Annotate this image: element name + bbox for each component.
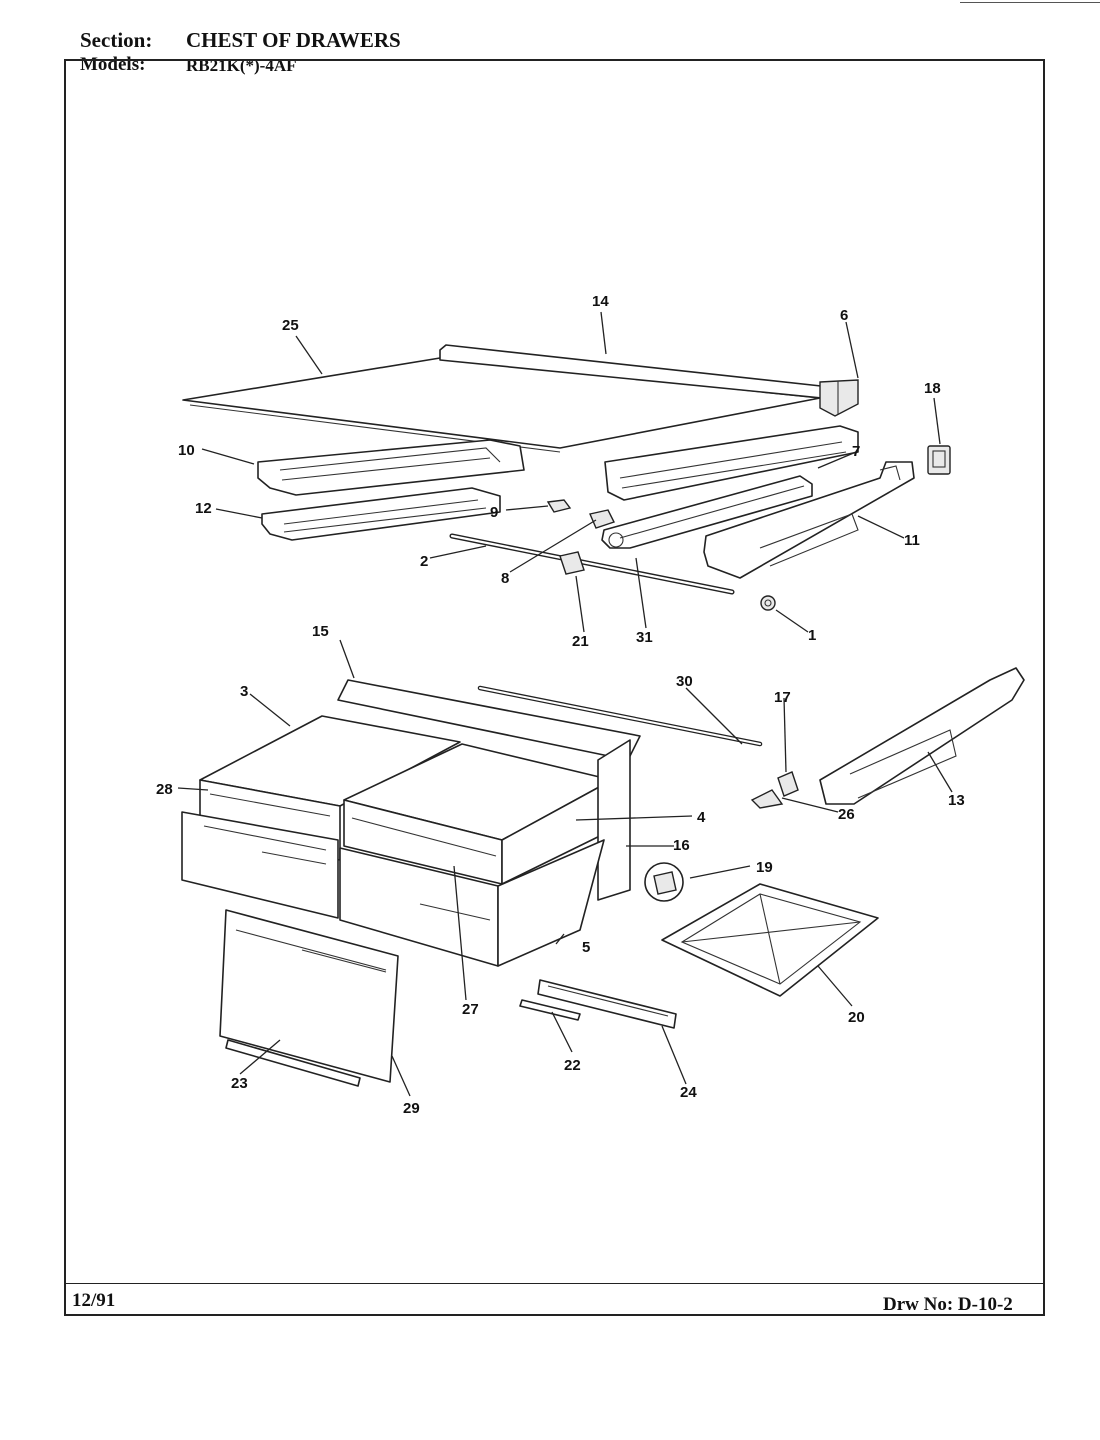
part-11-right-lower-drawer-slide — [703, 461, 915, 579]
callout-19: 19 — [756, 859, 773, 876]
part-31-right-lower-rail — [601, 475, 813, 549]
callout-16: 16 — [673, 837, 690, 854]
part-22-strip — [519, 999, 581, 1021]
part-2-rod — [449, 533, 735, 595]
drawing-frame — [64, 59, 1045, 1316]
revision-date: 12/91 — [72, 1290, 116, 1311]
callout-12: 12 — [195, 500, 212, 517]
callout-22: 22 — [564, 1057, 581, 1074]
footer-divider — [64, 1283, 1045, 1284]
part-4-right-crisper-pan — [343, 743, 613, 885]
part-30-rod — [477, 685, 763, 747]
callout-27: 27 — [462, 1001, 479, 1018]
callout-31: 31 — [636, 629, 653, 646]
callout-1: 1 — [808, 627, 816, 644]
part-5-drawer-body — [497, 839, 605, 967]
part-9-clip — [546, 499, 572, 513]
part-1-knob — [760, 595, 776, 611]
callout-5: 5 — [582, 939, 590, 956]
callout-20: 20 — [848, 1009, 865, 1026]
part-16-frame-side — [597, 739, 631, 901]
part-15-divider-rail — [337, 679, 641, 761]
part-17-bracket — [777, 771, 799, 797]
part-12-left-lower-rail — [261, 487, 501, 541]
callout-2: 2 — [420, 553, 428, 570]
drawing-number: Drw No: D-10-2 — [883, 1294, 1013, 1315]
part-20-crisper-frame — [661, 883, 879, 997]
callout-30: 30 — [676, 673, 693, 690]
callout-9: 9 — [490, 504, 498, 521]
callout-7: 7 — [852, 443, 860, 460]
callout-21: 21 — [572, 633, 589, 650]
callout-13: 13 — [948, 792, 965, 809]
callout-8: 8 — [501, 570, 509, 587]
part-29-drawer-front — [219, 909, 399, 1083]
part-28-left-drawer-front — [181, 811, 339, 919]
callout-15: 15 — [312, 623, 329, 640]
callout-17: 17 — [774, 689, 791, 706]
callout-14: 14 — [592, 293, 609, 310]
part-6-end-cap — [819, 379, 859, 417]
part-25-glass-shelf — [182, 357, 821, 453]
part-24-slide-rail — [537, 979, 677, 1029]
callout-25: 25 — [282, 317, 299, 334]
part-13-right-upper-drawer-slide — [819, 667, 1025, 805]
callout-26: 26 — [838, 806, 855, 823]
part-right-upper-rail — [604, 425, 859, 501]
callout-18: 18 — [924, 380, 941, 397]
part-18-bracket — [927, 445, 951, 475]
callout-23: 23 — [231, 1075, 248, 1092]
part-10-left-upper-rail — [257, 439, 525, 496]
callout-28: 28 — [156, 781, 173, 798]
callout-6: 6 — [840, 307, 848, 324]
leader-lines — [177, 311, 953, 1097]
part-8-block — [589, 509, 615, 529]
part-26-cam — [750, 789, 784, 809]
callout-11: 11 — [904, 532, 920, 549]
callout-10: 10 — [178, 442, 195, 459]
top-edge-mark — [960, 2, 1100, 3]
callout-3: 3 — [240, 683, 248, 700]
part-23-trim-strip — [225, 1039, 361, 1087]
section-label: Section: — [80, 28, 153, 52]
callout-4: 4 — [697, 809, 706, 826]
part-19-detail-circle — [644, 862, 684, 902]
callout-labels: 25 14 6 18 10 7 12 9 11 2 8 21 31 1 15 3… — [156, 293, 965, 1117]
callout-29: 29 — [403, 1100, 420, 1117]
part-21-support — [559, 551, 585, 575]
section-title: CHEST OF DRAWERS — [186, 28, 401, 52]
callout-24: 24 — [680, 1084, 697, 1101]
